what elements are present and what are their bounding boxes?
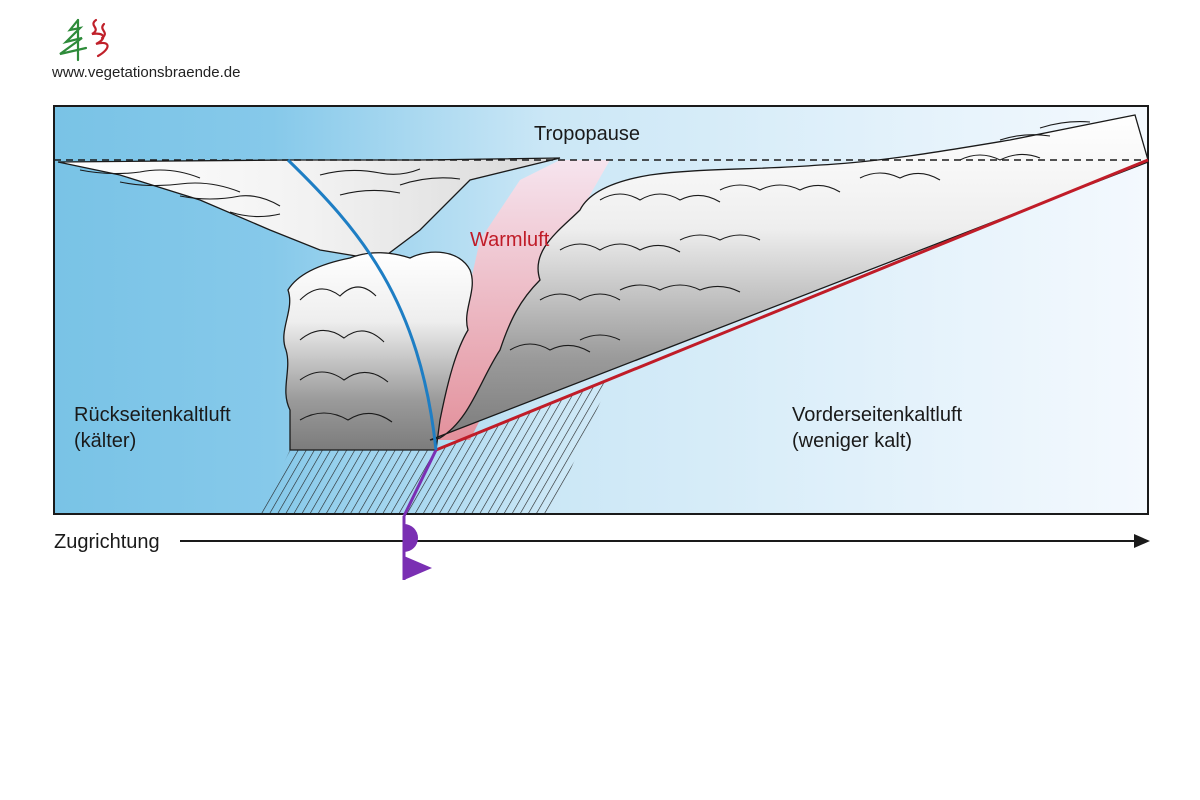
front-cold-air-label-line1: Vorderseitenkaltluft — [792, 404, 963, 426]
tropopause-label: Tropopause — [534, 123, 640, 145]
website-url: www.vegetationsbraende.de — [52, 64, 241, 81]
occluded-front-line — [402, 449, 438, 517]
rear-cold-air-label-line1: Rückseitenkaltluft — [74, 404, 231, 426]
cold-front-line — [286, 158, 438, 451]
occlusion-front-symbol-icon — [402, 516, 432, 580]
precipitation-hatching — [258, 380, 610, 514]
rear-cold-air-label-line2: (kälter) — [74, 430, 136, 452]
warm-front-line — [435, 158, 1149, 452]
direction-arrowhead-icon — [1134, 534, 1150, 548]
cumulonimbus-tower — [283, 251, 473, 451]
diagram-frame — [53, 105, 1149, 515]
logo — [52, 16, 252, 86]
direction-label: Zugrichtung — [54, 531, 160, 553]
front-cold-air-label-line2: (weniger kalt) — [792, 430, 912, 452]
cloud-texture — [79, 121, 1091, 423]
tree-flame-logo-icon — [59, 18, 109, 62]
warm-air-label: Warmluft — [470, 229, 550, 251]
stratiform-cloud-shelf — [429, 114, 1148, 441]
